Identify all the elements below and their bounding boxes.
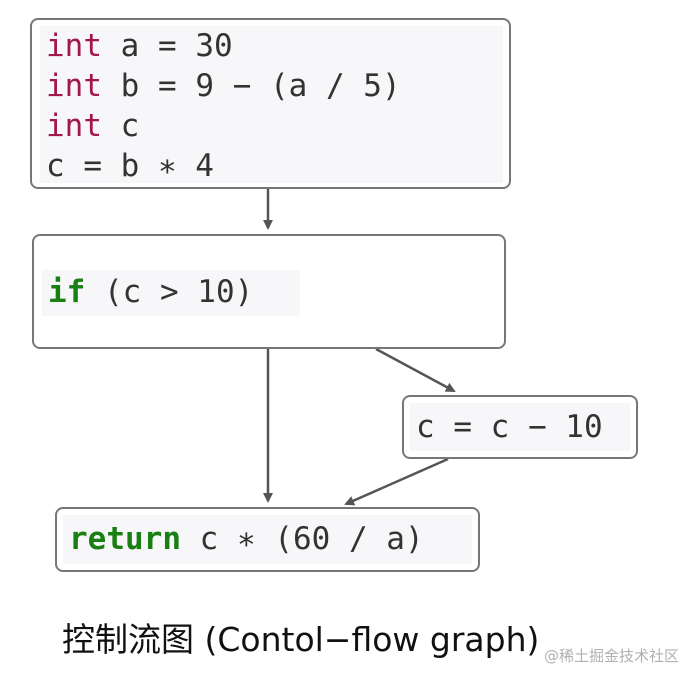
edge-if-to-subtract: [375, 347, 456, 393]
code-line-1: a = 30: [102, 28, 233, 64]
keyword-int: int: [46, 68, 102, 104]
code-block: int a = 30 int b = 9 − (a / 5) int c c =…: [46, 26, 401, 186]
subtract-text: c = c − 10: [416, 409, 603, 445]
diagram-caption: 控制流图 (Contol−flow graph): [62, 620, 540, 659]
return-expression: c ∗ (60 / a): [180, 521, 424, 557]
condition-text: (c > 10): [85, 274, 254, 310]
code-line-3: c: [102, 108, 140, 144]
code-line-4: c = b ∗ 4: [46, 148, 214, 184]
node-subtract: c = c − 10: [402, 395, 638, 459]
code-block: c = c − 10: [416, 407, 603, 447]
keyword-int: int: [46, 28, 102, 64]
code-background: [63, 515, 472, 564]
code-block: if (c > 10): [48, 272, 253, 312]
edge-subtract-to-return: [344, 457, 449, 506]
node-if-condition: if (c > 10): [32, 234, 506, 349]
code-background: [40, 26, 503, 183]
node-return: return c ∗ (60 / a): [55, 507, 480, 572]
code-block: return c ∗ (60 / a): [69, 519, 424, 559]
code-line-2: b = 9 − (a / 5): [102, 68, 401, 104]
keyword-return: return: [69, 521, 181, 557]
watermark: @稀土掘金技术社区: [543, 647, 679, 665]
code-background: [42, 270, 300, 316]
keyword-if: if: [48, 274, 86, 310]
code-background: [410, 403, 630, 451]
keyword-int: int: [46, 108, 102, 144]
node-assignments: int a = 30 int b = 9 − (a / 5) int c c =…: [30, 18, 511, 189]
